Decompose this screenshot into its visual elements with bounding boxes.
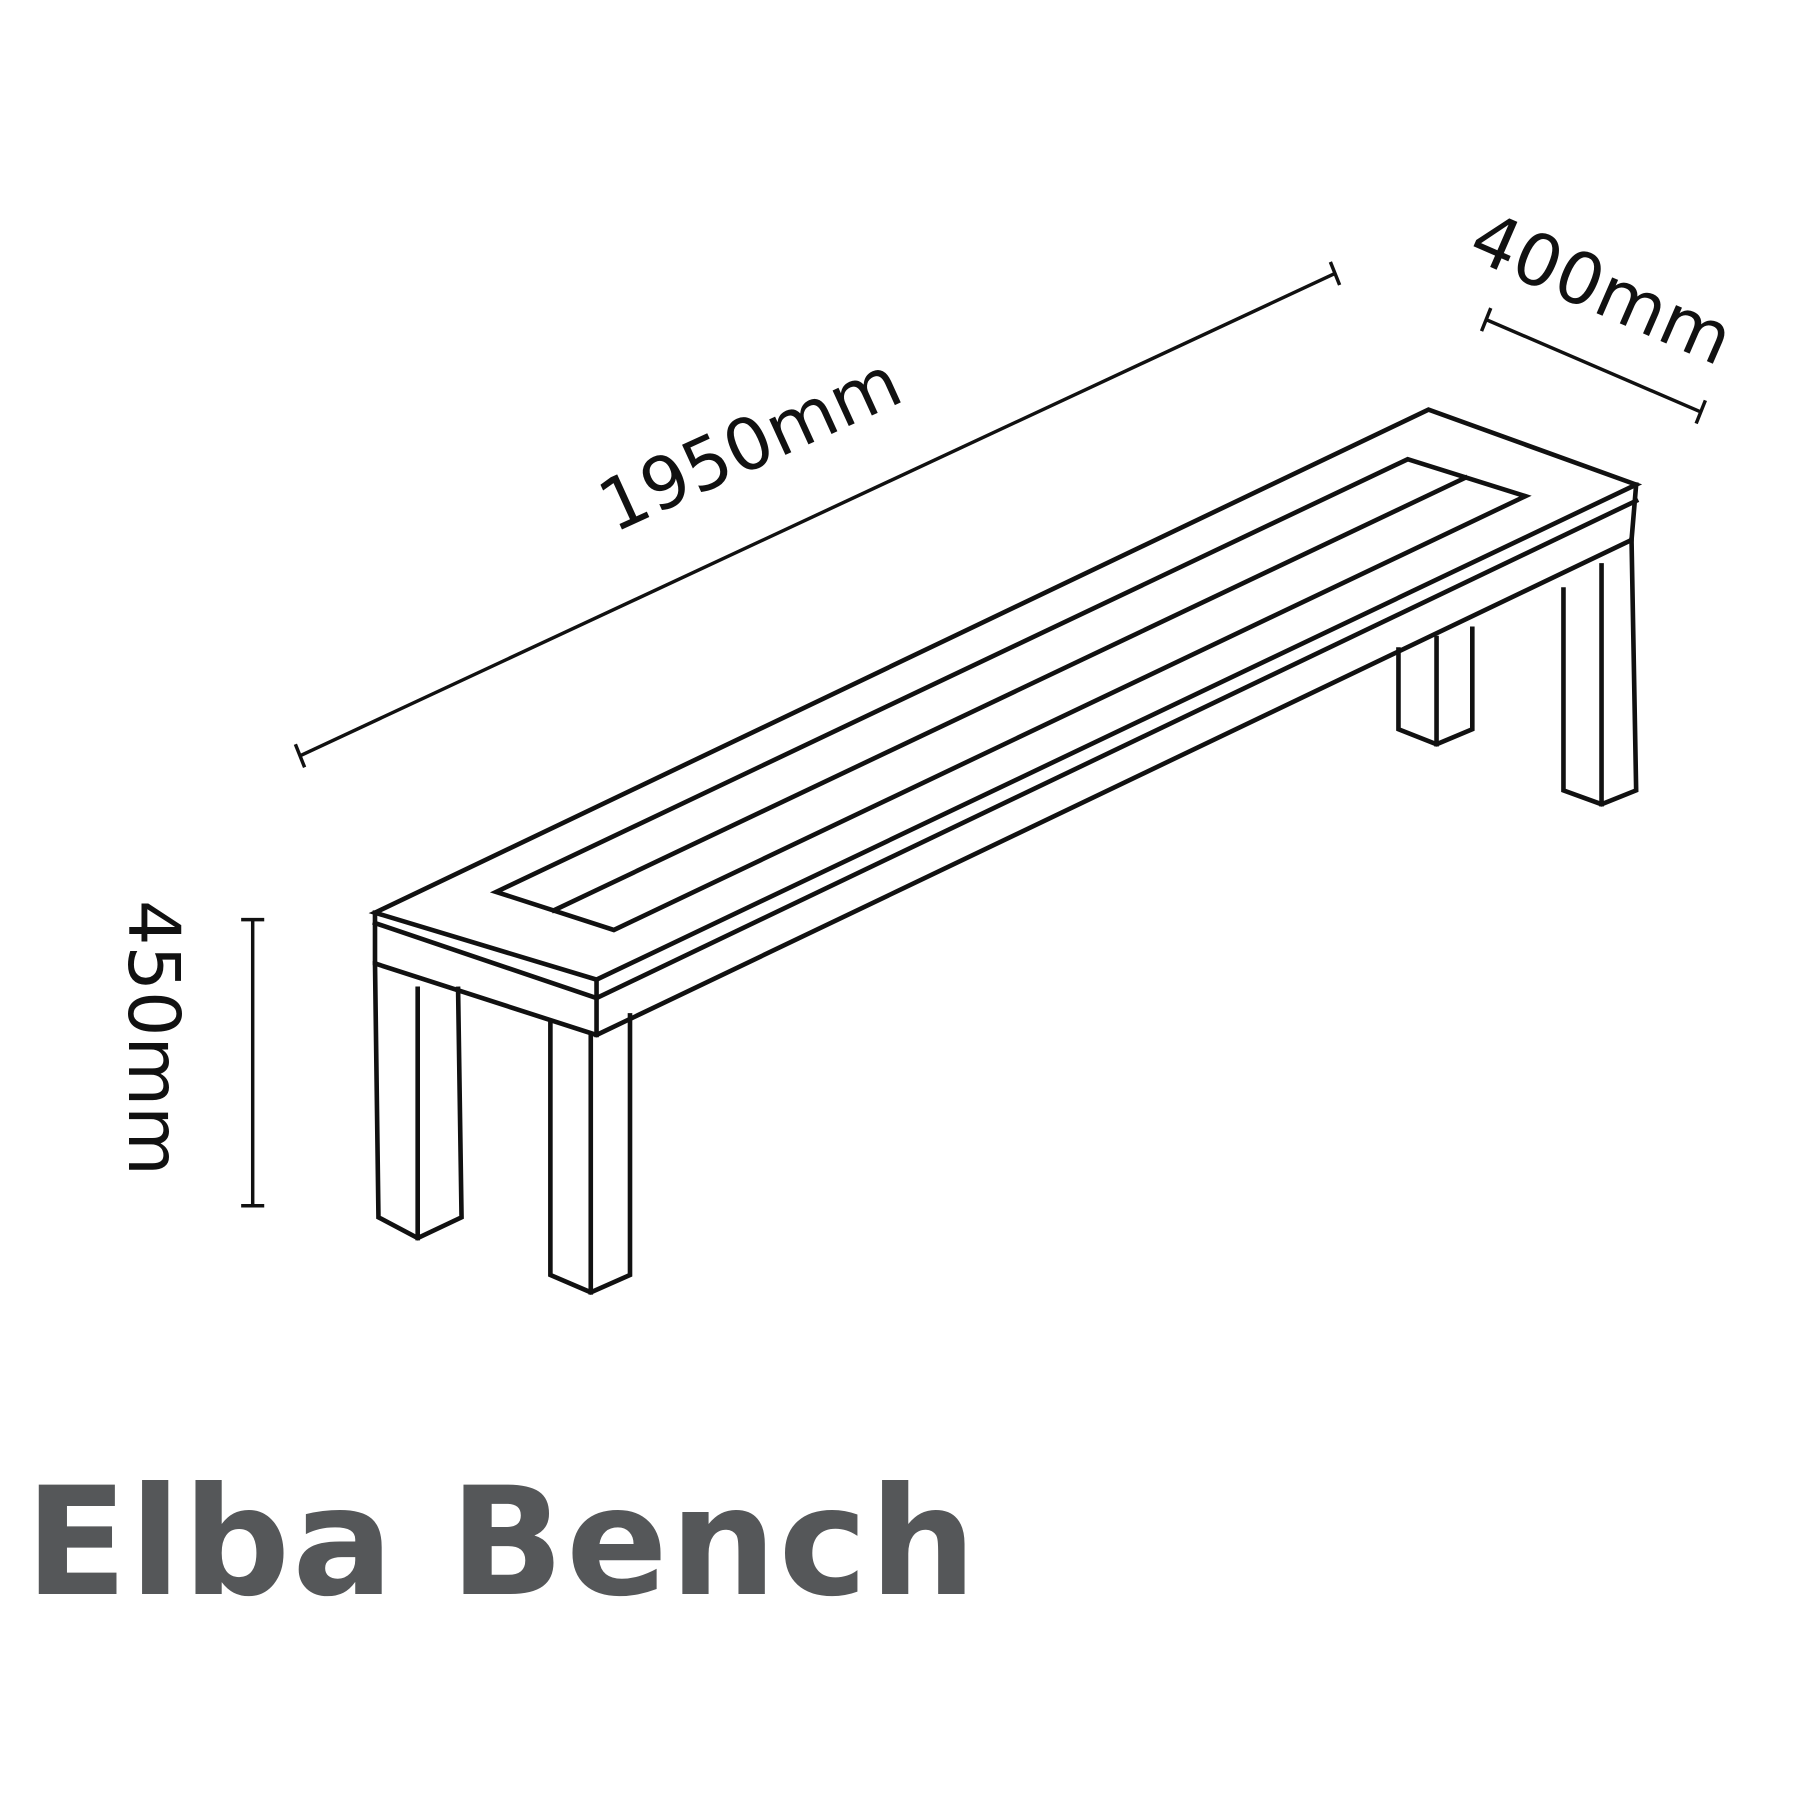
product-title: Elba Bench <box>25 1456 979 1630</box>
length-label: 1950mm <box>586 340 913 549</box>
height-dimension: 450mm <box>112 900 265 1208</box>
depth-dimension: 400mm <box>1459 196 1745 425</box>
depth-label: 400mm <box>1459 196 1745 382</box>
length-dimension: 1950mm <box>293 261 1342 768</box>
bench-seat <box>368 407 1643 1038</box>
bench-legs <box>372 537 1639 1295</box>
height-label: 450mm <box>112 900 195 1176</box>
